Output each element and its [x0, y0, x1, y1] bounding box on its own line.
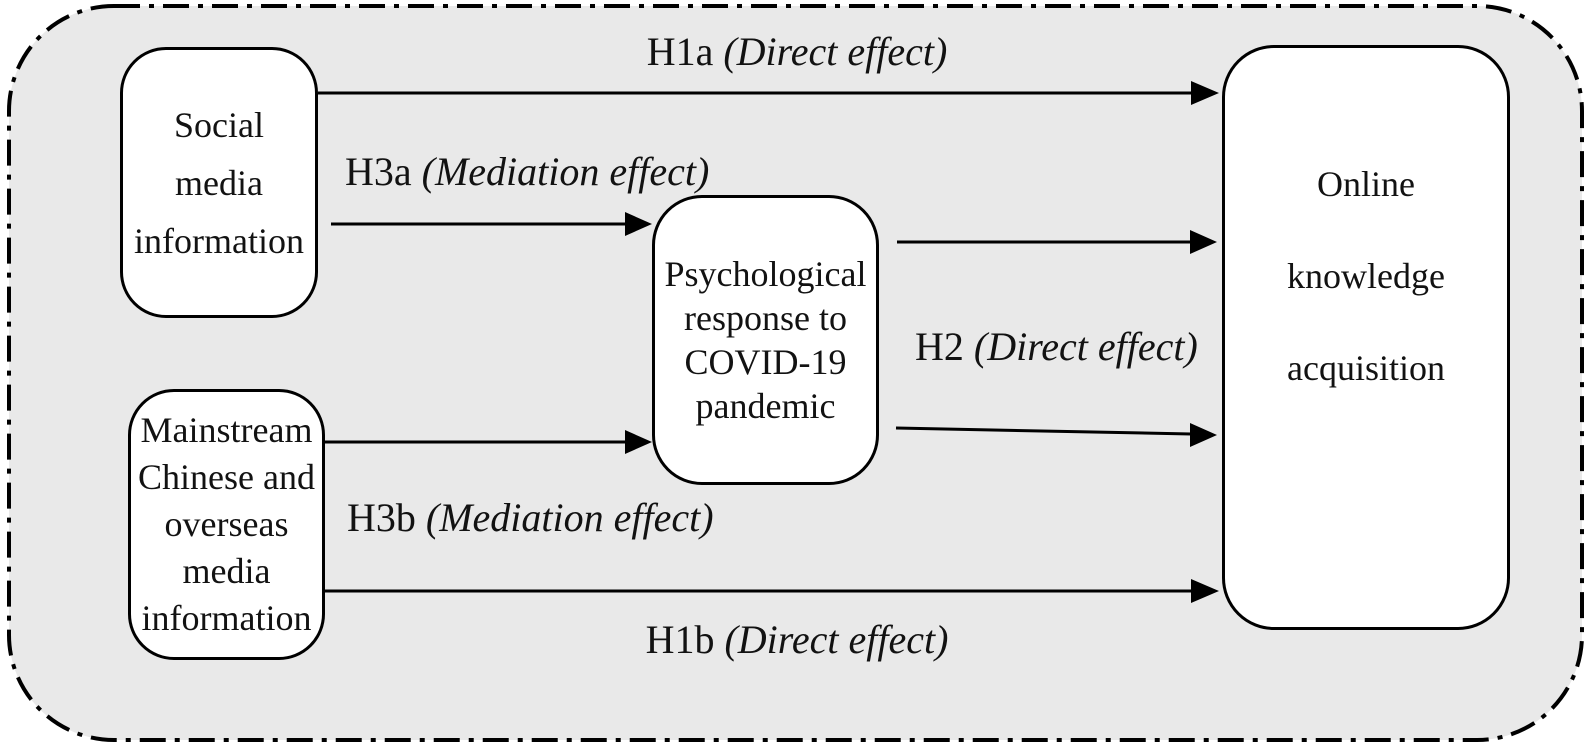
node-text-line: pandemic — [695, 386, 836, 426]
node-text-line: information — [141, 598, 312, 638]
edge-label-h3a: H3a (Mediation effect) — [345, 150, 709, 194]
edge-label-h1a: H1a (Direct effect) — [527, 30, 1067, 74]
node-text-line: media — [182, 551, 271, 591]
label-italic: (Mediation effect) — [425, 495, 714, 540]
arrow-psych-to-online-bottom-head — [1190, 423, 1217, 447]
label-italic: (Direct effect) — [723, 29, 948, 74]
label-italic: (Mediation effect) — [421, 149, 710, 194]
label-prefix: H3b — [347, 495, 426, 540]
node-text-line: media — [175, 162, 263, 203]
node-psychological-response: Psychological response to COVID-19 pande… — [652, 195, 879, 485]
label-italic: (Direct effect) — [724, 617, 949, 662]
label-prefix: H1b — [645, 617, 725, 662]
arrow-h1b-head — [1191, 579, 1219, 603]
node-text-line: acquisition — [1287, 348, 1445, 388]
label-prefix: H2 — [915, 324, 974, 369]
arrow-psych-to-online-bottom-line — [895, 426, 1192, 436]
node-text-line: Social — [174, 104, 264, 145]
node-text-line: Psychological — [664, 254, 867, 294]
edge-label-h3b: H3b (Mediation effect) — [347, 496, 714, 540]
node-text-line: Chinese and — [138, 457, 315, 497]
node-text-line: Mainstream — [140, 410, 313, 450]
edge-label-h2: H2 (Direct effect) — [915, 325, 1198, 369]
arrow-mainstream-to-psych-head — [625, 430, 652, 454]
node-mainstream-media-information: Mainstream Chinese and overseas media in… — [128, 389, 325, 660]
edge-label-h1b: H1b (Direct effect) — [527, 618, 1067, 662]
node-text-line: knowledge — [1287, 256, 1445, 296]
arrow-psych-to-online-top-head — [1190, 230, 1217, 254]
node-online-knowledge-acquisition: Online knowledge acquisition — [1222, 45, 1510, 630]
node-text-line: overseas — [164, 504, 289, 544]
node-text-line: COVID-19 — [684, 342, 847, 382]
node-text-line: Online — [1317, 164, 1415, 204]
label-prefix: H3a — [345, 149, 422, 194]
label-prefix: H1a — [646, 29, 724, 74]
arrow-h1a-head — [1191, 81, 1219, 105]
label-italic: (Direct effect) — [973, 324, 1198, 369]
arrow-h3a-head — [625, 212, 652, 236]
node-text-line: information — [134, 220, 304, 261]
node-text-line: response to — [684, 298, 847, 338]
node-social-media-information: Social media information — [120, 47, 318, 318]
